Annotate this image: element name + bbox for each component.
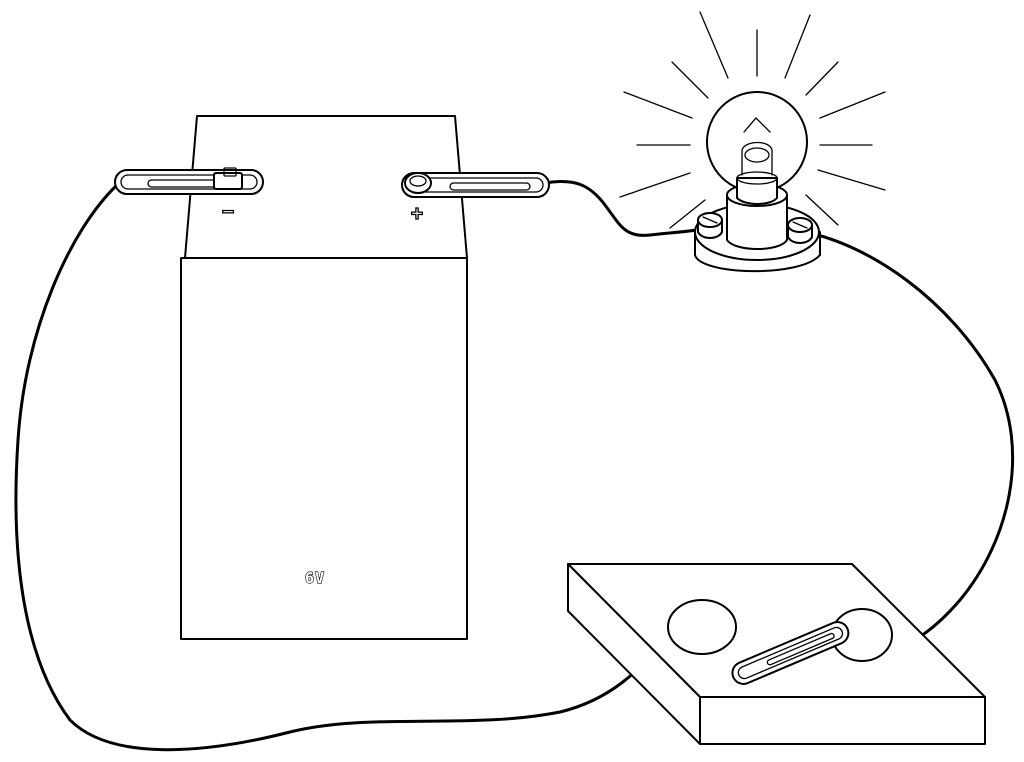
wires bbox=[14, 179, 1014, 752]
switch-board bbox=[567, 563, 986, 745]
battery-front-face bbox=[180, 257, 468, 640]
switch-board-side-face bbox=[567, 563, 701, 745]
negative-paperclip bbox=[114, 167, 264, 195]
switch-contact-left bbox=[667, 599, 737, 655]
battery-voltage-label: 6V bbox=[305, 569, 325, 587]
wire-positive-to-bulb bbox=[543, 179, 710, 237]
wire-negative-to-switch bbox=[14, 183, 667, 752]
bulb-glass bbox=[706, 91, 808, 205]
bulb-screw-right bbox=[787, 217, 813, 244]
light-rays bbox=[619, 11, 886, 229]
switch-paperclip-lever bbox=[731, 621, 850, 685]
wire-bulb-to-switch bbox=[803, 230, 1014, 654]
positive-paperclip bbox=[401, 172, 550, 198]
light-bulb bbox=[619, 11, 886, 273]
battery: 6V − + bbox=[114, 115, 550, 640]
negative-terminal-label: − bbox=[222, 199, 234, 223]
positive-terminal-label: + bbox=[411, 201, 423, 225]
bulb-screw-left bbox=[697, 212, 723, 239]
switch-board-front-face bbox=[699, 696, 986, 745]
